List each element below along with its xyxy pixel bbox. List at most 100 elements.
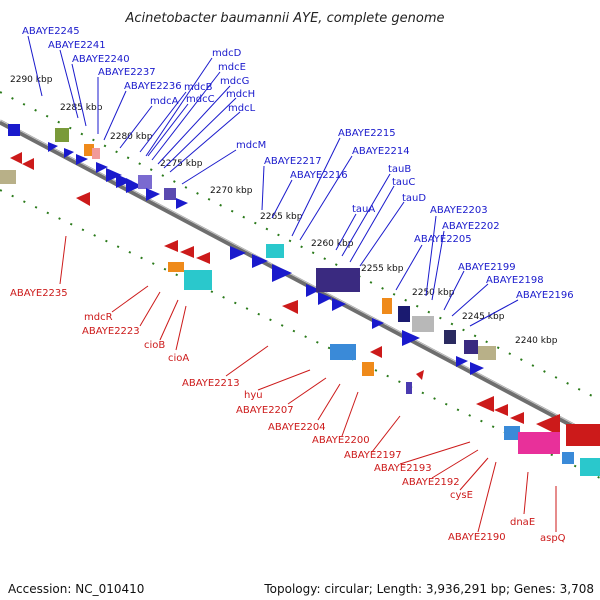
gene-label-mdcH: mdcH (226, 89, 255, 100)
leader-line (147, 103, 189, 157)
leader-line (359, 201, 405, 267)
kbp-tick-label: 2275 kbp (160, 159, 203, 169)
forward-gene-arrow (306, 284, 320, 297)
gene-label-mdcD: mdcD (212, 48, 242, 59)
forward-gene-box (464, 340, 478, 354)
outer-tick-track (0, 91, 600, 401)
gene-label-ABAYE2217: ABAYE2217 (264, 156, 322, 167)
kbp-tick-label: 2270 kbp (210, 186, 253, 196)
forward-gene-box (55, 128, 69, 142)
leader-line (145, 57, 213, 157)
forward-gene-arrow (402, 330, 420, 346)
forward-leader-lines (27, 35, 519, 327)
leader-line (451, 283, 489, 317)
gene-label-mdcB: mdcB (184, 82, 213, 93)
reverse-gene-arrow (180, 246, 194, 258)
reverse-gene-box (562, 452, 574, 464)
kbp-tick-label: 2285 kbp (60, 103, 103, 113)
gene-label-ABAYE2203: ABAYE2203 (430, 205, 488, 216)
forward-gene-arrow (470, 362, 484, 375)
reverse-strand-genes (0, 152, 600, 476)
forward-gene-box (398, 306, 410, 322)
leader-line (431, 449, 479, 479)
gene-label-ABAYE2237: ABAYE2237 (98, 67, 156, 78)
gene-label-ABAYE2196: ABAYE2196 (516, 290, 574, 301)
kbp-tick-label: 2265 kbp (260, 212, 303, 222)
forward-gene-arrow (126, 178, 142, 193)
gene-label-ABAYE2207: ABAYE2207 (236, 405, 294, 416)
forward-gene-box (316, 268, 360, 292)
accession-text: Accession: NC_010410 (8, 582, 145, 596)
reverse-gene-arrow (76, 192, 90, 206)
leader-line (139, 291, 161, 327)
reverse-gene-box (504, 426, 520, 440)
leader-line (27, 35, 43, 97)
forward-strand-genes (8, 124, 496, 394)
gene-label-mdcE: mdcE (218, 62, 246, 73)
leader-line (119, 105, 153, 149)
gene-label-ABAYE2198: ABAYE2198 (486, 275, 544, 286)
forward-gene-box (406, 382, 412, 394)
forward-gene-box (138, 175, 152, 189)
gene-label-ABAYE2216: ABAYE2216 (290, 170, 348, 181)
diagram-title: Acinetobacter baumannii AYE, complete ge… (124, 11, 444, 26)
leader-line (163, 97, 237, 169)
forward-gene-arrow (318, 292, 332, 305)
kbp-tick-label: 2280 kbp (110, 132, 153, 142)
reverse-gene-box (184, 270, 212, 290)
reverse-gene-arrow (22, 158, 34, 170)
leader-line (431, 230, 445, 301)
gene-label-ABAYE2214: ABAYE2214 (352, 146, 410, 157)
leader-line (317, 383, 341, 421)
gene-label-mdcC: mdcC (186, 94, 215, 105)
forward-gene-arrow (48, 142, 58, 152)
forward-gene-arrow (64, 148, 74, 158)
leader-line (71, 63, 87, 127)
gene-label-ABAYE2223: ABAYE2223 (82, 326, 140, 337)
gene-label-ABAYE2245: ABAYE2245 (22, 26, 80, 37)
reverse-gene-arrow (164, 240, 178, 252)
forward-gene-box (412, 316, 434, 332)
forward-gene-box (164, 188, 176, 200)
forward-gene-arrow (96, 162, 108, 173)
gene-label-tauD: tauD (402, 193, 426, 204)
leader-line (425, 215, 437, 297)
forward-gene-box (92, 148, 100, 159)
forward-gene-arrow (106, 168, 122, 182)
leader-line (169, 111, 241, 173)
leader-line (261, 165, 265, 211)
gene-label-dnaE: dnaE (510, 517, 535, 528)
forward-gene-box (444, 330, 456, 344)
reverse-gene-box (168, 262, 184, 272)
reverse-gene-arrow (196, 252, 210, 264)
gene-label-ABAYE2205: ABAYE2205 (414, 234, 472, 245)
gene-label-mdcR: mdcR (84, 312, 113, 323)
kbp-axis: 2290 kbp 2285 kbp 2280 kbp 2275 kbp 2270… (10, 75, 558, 346)
reverse-gene-arrow (494, 404, 508, 416)
leader-line (371, 415, 401, 453)
topology-text: Topology: circular; Length: 3,936,291 bp… (264, 582, 594, 596)
forward-gene-arrow (76, 154, 88, 165)
kbp-tick-label: 2255 kbp (361, 264, 404, 274)
gene-label-ABAYE2213: ABAYE2213 (182, 378, 240, 389)
gene-label-cioB: cioB (144, 340, 165, 351)
leader-line (159, 299, 179, 341)
leader-line (175, 305, 187, 351)
gene-label-tauB: tauB (388, 164, 411, 175)
leader-line (257, 369, 311, 391)
reverse-gene-box (0, 170, 16, 184)
gene-label-tauC: tauC (392, 177, 415, 188)
forward-gene-arrow (8, 124, 20, 136)
leader-line (225, 345, 269, 377)
leader-line (271, 179, 293, 219)
forward-gene-labels: ABAYE2245 ABAYE2241 ABAYE2240 ABAYE2237 … (22, 26, 574, 327)
forward-gene-arrow (272, 264, 292, 282)
leader-line (59, 49, 79, 119)
gene-label-ABAYE2241: ABAYE2241 (48, 40, 106, 51)
gene-label-ABAYE2193: ABAYE2193 (374, 463, 432, 474)
leader-line (341, 173, 391, 257)
reverse-gene-box (518, 432, 560, 454)
reverse-gene-box (580, 458, 600, 476)
reverse-gene-box (566, 424, 600, 446)
